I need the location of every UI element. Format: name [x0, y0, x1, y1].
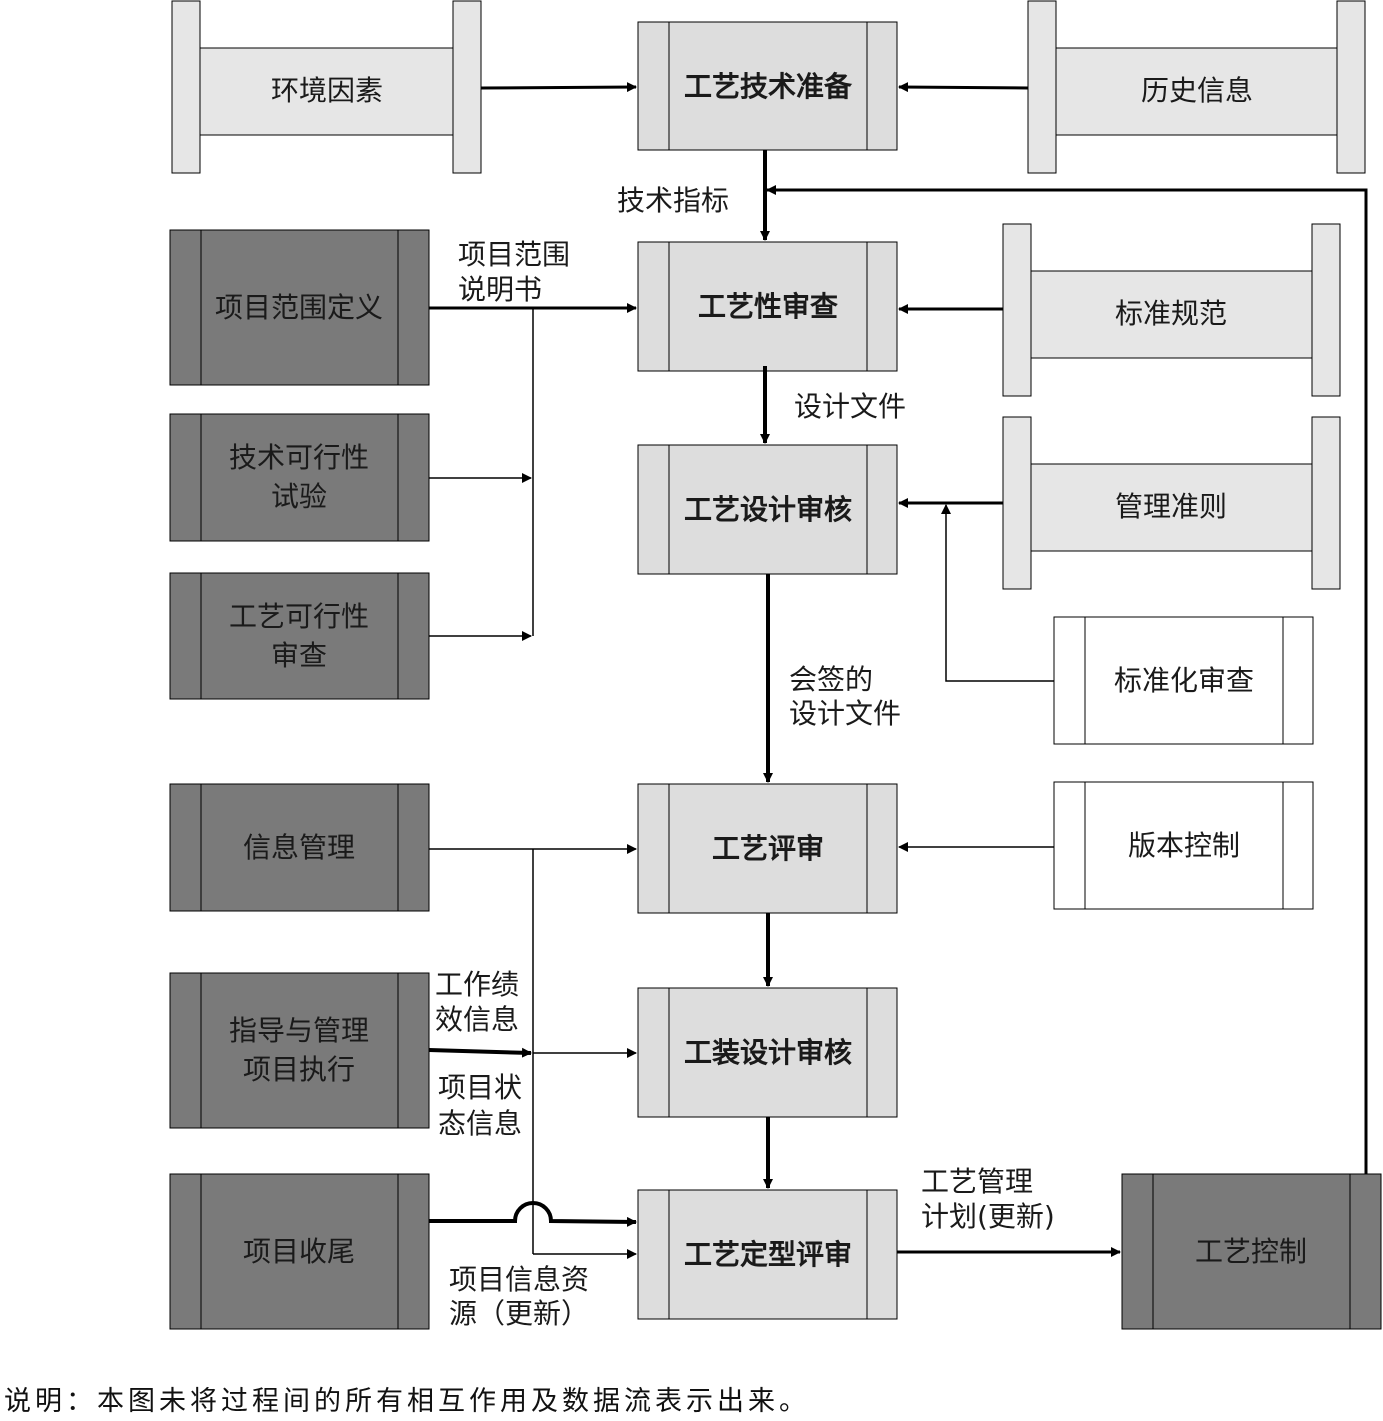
node-tooling-audit-label: 工装设计审核	[684, 1036, 852, 1069]
node-craft-feas-label-1: 工艺可行性	[229, 600, 369, 633]
node-version-label: 版本控制	[1128, 829, 1240, 862]
label-proj-status-1: 项目状	[438, 1071, 522, 1104]
node-info-mgmt-label: 信息管理	[243, 831, 355, 864]
edge-control-feedback	[766, 185, 1368, 1174]
node-std-review-label: 标准化审查	[1114, 664, 1254, 697]
label-scope-stmt-2: 说明书	[458, 273, 542, 306]
edge-history-prep	[898, 82, 1029, 93]
label-design-docs: 设计文件	[794, 390, 906, 423]
node-history-label: 历史信息	[1141, 74, 1253, 107]
edge-env-prep	[480, 82, 637, 93]
node-craft-review-label: 工艺性审查	[698, 290, 838, 323]
node-std-review: 标准化审查	[1053, 616, 1314, 745]
node-mgmt-rules-label: 管理准则	[1115, 490, 1227, 523]
node-craft-feas-label-2: 审查	[271, 639, 327, 672]
label-work-perf-1: 工作绩	[435, 968, 519, 1001]
edge-guide-exec-bus	[428, 1047, 532, 1058]
label-scope-stmt-1: 项目范围	[458, 238, 570, 271]
node-craft-feas: 工艺可行性 审查	[169, 572, 430, 700]
label-signed-docs-1: 会签的	[789, 663, 873, 696]
node-craft-review: 工艺性审查	[637, 241, 898, 372]
node-mgmt-rules: 管理准则	[1002, 416, 1341, 590]
node-env: 环境因素	[171, 0, 482, 174]
node-closing: 项目收尾	[169, 1173, 430, 1330]
node-evaluation: 工艺评审	[637, 783, 898, 914]
connectors	[428, 82, 1368, 1259]
node-closing-label: 项目收尾	[243, 1235, 355, 1268]
label-mgmt-plan-2: 计划(更新)	[921, 1200, 1055, 1233]
node-final-review-label: 工艺定型评审	[684, 1238, 852, 1271]
edge-std-review-design-audit	[941, 504, 1054, 682]
edge-closing-final	[429, 1201, 637, 1227]
node-design-audit-label: 工艺设计审核	[684, 493, 852, 526]
node-control: 工艺控制	[1121, 1173, 1382, 1330]
label-info-res-1: 项目信息资	[449, 1263, 589, 1296]
node-history: 历史信息	[1027, 0, 1366, 174]
node-version: 版本控制	[1053, 781, 1314, 910]
node-guide-exec-label-1: 指导与管理	[229, 1014, 369, 1047]
node-prep-label: 工艺技术准备	[684, 70, 853, 103]
node-tech-test-label-2: 试验	[271, 480, 327, 513]
node-standards: 标准规范	[1002, 223, 1341, 397]
label-info-res-2: 源（更新）	[449, 1297, 589, 1330]
node-standards-label: 标准规范	[1115, 297, 1227, 330]
label-proj-status-2: 态信息	[438, 1107, 522, 1140]
node-prep: 工艺技术准备	[637, 21, 898, 151]
node-info-mgmt: 信息管理	[169, 783, 430, 912]
node-guide-exec-label-2: 项目执行	[243, 1053, 355, 1086]
node-scope-def: 项目范围定义	[169, 229, 430, 386]
node-evaluation-label: 工艺评审	[712, 832, 824, 865]
node-tech-test: 技术可行性 试验	[169, 413, 430, 542]
footnote: 说明：本图未将过程间的所有相互作用及数据流表示出来。	[4, 1386, 810, 1417]
label-work-perf-2: 效信息	[435, 1003, 519, 1036]
node-tech-test-label-1: 技术可行性	[229, 441, 369, 474]
node-design-audit: 工艺设计审核	[637, 444, 898, 575]
node-env-label: 环境因素	[271, 74, 383, 107]
node-scope-def-label: 项目范围定义	[215, 291, 383, 324]
node-tooling-audit: 工装设计审核	[637, 987, 898, 1118]
label-tech-index: 技术指标	[617, 184, 729, 217]
node-guide-exec: 指导与管理 项目执行	[169, 972, 430, 1129]
node-final-review: 工艺定型评审	[637, 1189, 898, 1320]
label-mgmt-plan-1: 工艺管理	[921, 1165, 1033, 1198]
label-signed-docs-2: 设计文件	[789, 697, 901, 730]
node-control-label: 工艺控制	[1195, 1235, 1307, 1268]
